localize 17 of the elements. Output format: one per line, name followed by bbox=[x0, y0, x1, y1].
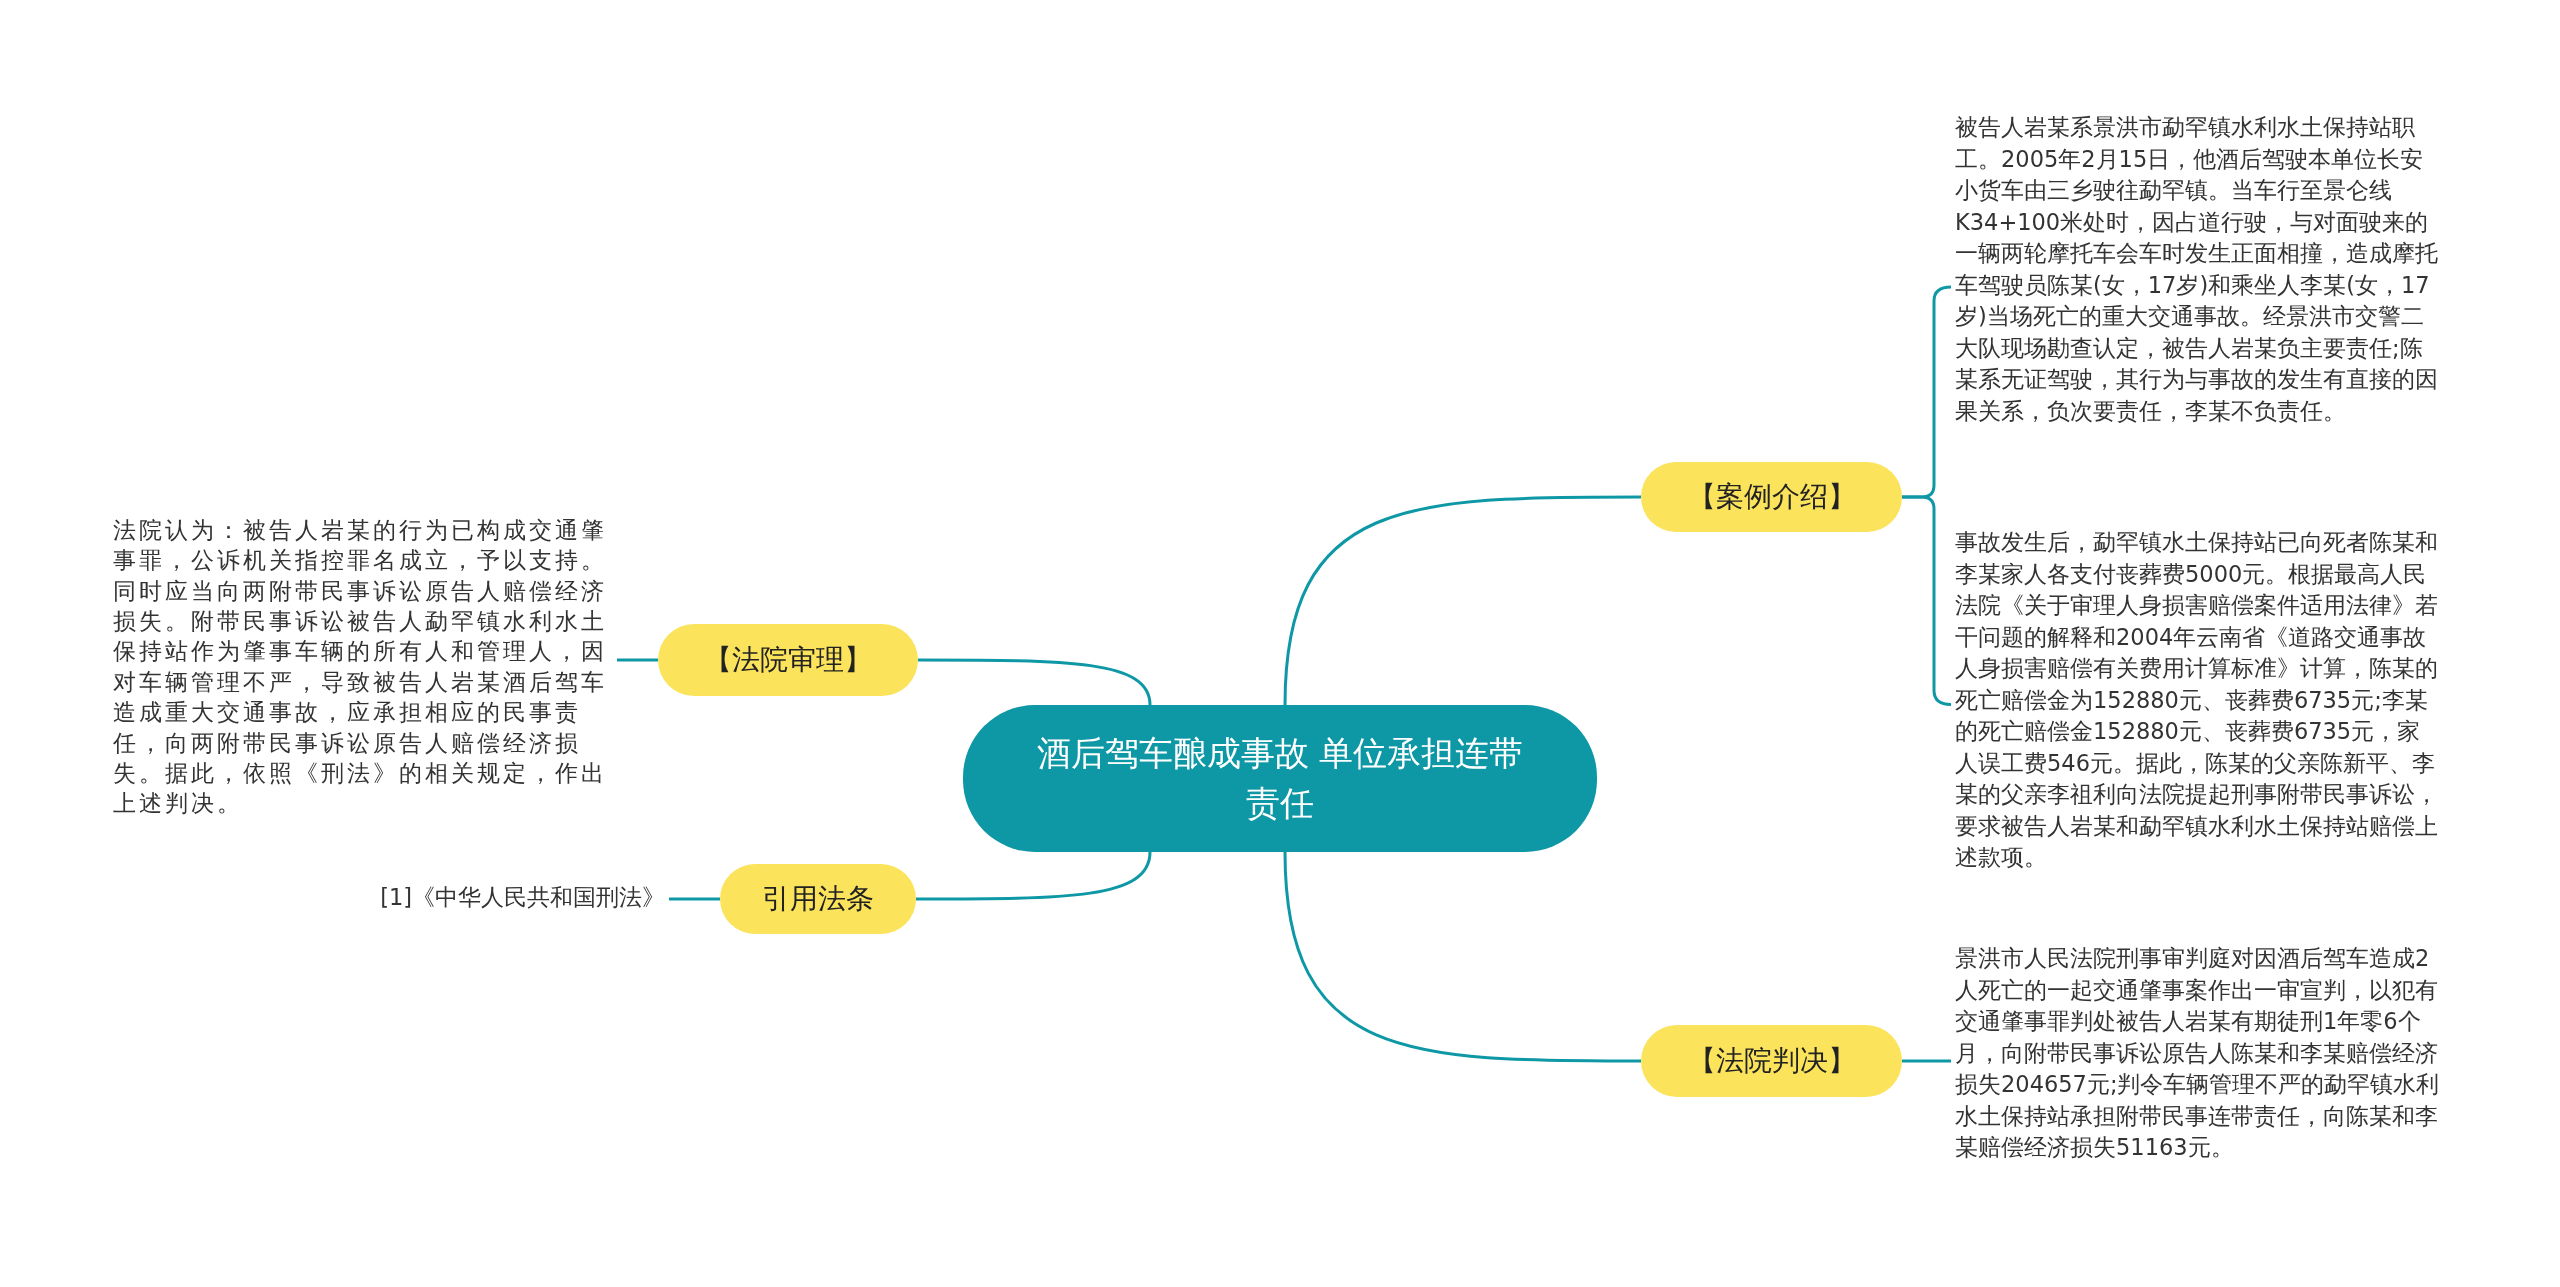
connector-line bbox=[669, 897, 720, 901]
note-text: 法院认为：被告人岩某的行为已构成交通肇事罪，公诉机关指控罪名成立，予以支持。同时应当向两附带民事诉讼原告人赔偿经济损失。附带民事诉讼被告人勐罕镇水利水土保持站作为肇事车辆的所有人和管理人，因对车辆管理不严，导致被告人岩某酒后驾车造成重大交通事故，应承担相应的民事责任，向两附带民事诉讼原告人赔偿经济损失。据此，依照《刑法》的相关规定，作出上述判决。 bbox=[113, 515, 613, 819]
note-text: 事故发生后，勐罕镇水土保持站已向死者陈某和李某家人各支付丧葬费5000元。根据最高人民法院《关于审理人身损害赔偿案件适用法律》若干问题的解释和2004年云南省《道路交通事故人身损害赔偿有关费用计算标准》计算，陈某的死亡赔偿金为152880元、丧葬费6735元;李某的死亡赔偿金152880元、丧葬费6735元，家人误工费546元。据此，陈某的父亲陈新平、李某的父亲李祖利向法院提起刑事附带民事诉讼，要求被告人岩某和勐罕镇水利水土保持站赔偿上述款项。 bbox=[1955, 527, 2440, 874]
topic-pill: 【法院审理】 bbox=[658, 624, 918, 696]
central-topic: 酒后驾车酿成事故 单位承担连带责任 bbox=[963, 705, 1597, 852]
note-text: 景洪市人民法院刑事审判庭对因酒后驾车造成2人死亡的一起交通肇事案作出一审宣判，以犯有交通肇事罪判处被告人岩某有期徒刑1年零6个月，向附带民事诉讼原告人陈某和李某赔偿经济损失204657元;判令车辆管理不严的勐罕镇水利水土保持站承担附带民事连带责任，向陈某和李某赔偿经济损失51163元。 bbox=[1955, 943, 2440, 1164]
topic-pill: 【案例介绍】 bbox=[1641, 462, 1902, 532]
topic-pill: 【法院判决】 bbox=[1641, 1025, 1902, 1097]
connector-line bbox=[1902, 1059, 1951, 1063]
topic-pill: 引用法条 bbox=[720, 864, 916, 934]
connector-line bbox=[1283, 495, 1641, 706]
connector-line bbox=[617, 658, 658, 662]
connector-line bbox=[918, 658, 1152, 706]
connector-line bbox=[916, 851, 1152, 901]
note-text: 被告人岩某系景洪市勐罕镇水利水土保持站职工。2005年2月15日，他酒后驾驶本单位长安小货车由三乡驶往勐罕镇。当车行至景仑线K34+100米处时，因占道行驶，与对面驶来的一辆两轮摩托车会车时发生正面相撞，造成摩托车驾驶员陈某(女，17岁)和乘坐人李某(女，17岁)当场死亡的重大交通事故。经景洪市交警二大队现场勘查认定，被告人岩某负主要责任;陈某系无证驾驶，其行为与事故的发生有直接的因果关系，负次要责任，李某不负责任。 bbox=[1955, 112, 2440, 427]
note-text: [1]《中华人民共和国刑法》 bbox=[300, 882, 665, 914]
connector-line bbox=[1283, 851, 1641, 1063]
